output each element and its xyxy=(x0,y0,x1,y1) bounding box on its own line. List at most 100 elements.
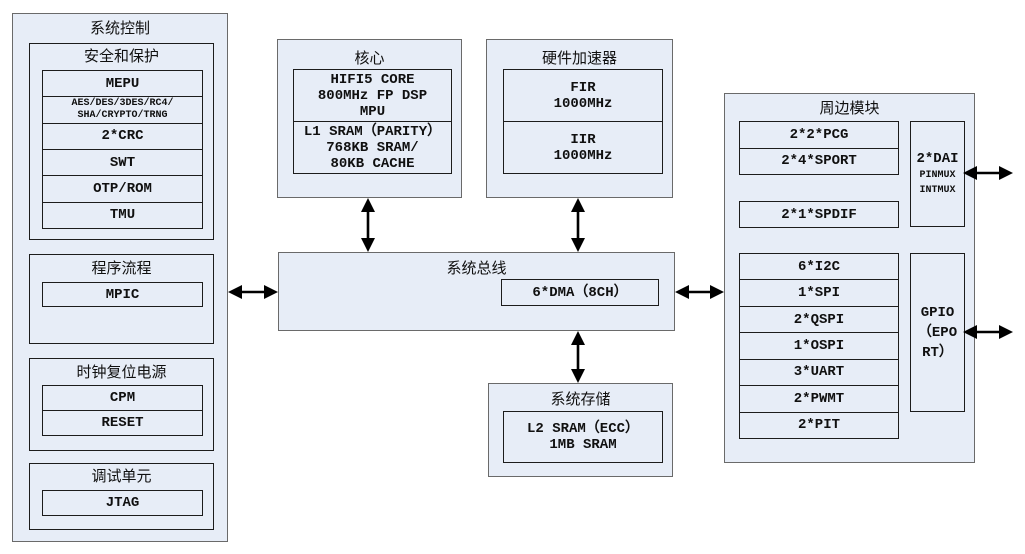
module-label: INTMUX xyxy=(919,185,956,196)
io-rows: 6*I2C 1*SPI 2*QSPI 1*OSPI 3*UART 2*PWMT … xyxy=(739,253,899,439)
debug-rows: JTAG xyxy=(42,490,203,516)
module-cell: HIFI5 CORE 800MHz FP DSP MPU xyxy=(294,70,451,122)
system-memory-title: 系统存储 xyxy=(550,392,611,408)
module-label: 3*UART xyxy=(793,364,845,381)
module-label: FIR xyxy=(570,79,596,96)
module-cell: CPM xyxy=(43,386,202,411)
module-label: L1 SRAM（PARITY） xyxy=(303,123,442,140)
module-label: HIFI5 CORE xyxy=(330,71,415,88)
module-cell: 2*2*PCG xyxy=(740,122,898,149)
audio-rows: 2*2*PCG 2*4*SPORT xyxy=(739,121,899,175)
module-cell: RESET xyxy=(43,411,202,435)
module-label: MPU xyxy=(359,103,386,120)
core-title: 核心 xyxy=(354,51,385,67)
module-label: 768KB SRAM/ xyxy=(326,139,419,156)
arrow-bus-memory-icon xyxy=(571,331,585,383)
module-label: （EPO xyxy=(917,324,958,341)
program-flow-rows: MPIC xyxy=(42,282,203,307)
module-cell: AES/DES/3DES/RC4/ SHA/CRYPTO/TRNG xyxy=(43,97,202,124)
module-cell: 1*OSPI xyxy=(740,333,898,360)
security-title: 安全和保护 xyxy=(83,49,159,65)
module-cell: IIR 1000MHz xyxy=(504,122,662,173)
module-cell: 2*QSPI xyxy=(740,307,898,334)
module-cell: 2*PIT xyxy=(740,413,898,438)
module-label: 1MB SRAM xyxy=(549,437,617,453)
module-label: 2*1*SPDIF xyxy=(781,206,857,223)
gpio-box: GPIO （EPO RT） xyxy=(910,253,965,412)
module-label: 80KB CACHE xyxy=(330,155,415,172)
module-cell: 1*SPI xyxy=(740,280,898,307)
module-label: OTP/ROM xyxy=(93,180,152,197)
module-cell: 2*PWMT xyxy=(740,386,898,413)
peripherals-title: 周边模块 xyxy=(819,101,880,117)
module-label: 6*DMA（8CH） xyxy=(532,284,628,301)
module-label: CPM xyxy=(109,390,136,406)
module-label: PINMUX xyxy=(919,170,956,181)
spdif-rows: 2*1*SPDIF xyxy=(739,201,899,228)
program-flow-title: 程序流程 xyxy=(91,261,152,277)
module-cell: 2*CRC xyxy=(43,124,202,150)
module-label: 800MHz FP DSP xyxy=(317,87,428,104)
core-box: 核心 HIFI5 CORE 800MHz FP DSP MPU L1 SRAM（… xyxy=(277,39,462,198)
module-label: SHA/CRYPTO/TRNG xyxy=(77,109,168,121)
module-cell: MPIC xyxy=(43,283,202,306)
system-bus-title: 系统总线 xyxy=(446,261,507,277)
module-cell: L2 SRAM（ECC） 1MB SRAM xyxy=(504,412,662,462)
module-label: SWT xyxy=(109,154,136,171)
module-label: 2*2*PCG xyxy=(789,126,849,143)
arrow-gpio-external-icon xyxy=(963,325,1013,339)
module-cell: L1 SRAM（PARITY） 768KB SRAM/ 80KB CACHE xyxy=(294,122,451,173)
module-label: 1000MHz xyxy=(553,147,613,164)
peripherals-box: 周边模块 2*2*PCG 2*4*SPORT 2*1*SPDIF 2*DAI P… xyxy=(724,93,975,463)
dma-box: 6*DMA（8CH） xyxy=(501,279,659,306)
dai-box: 2*DAI PINMUX INTMUX xyxy=(910,121,965,227)
arrow-control-bus-icon xyxy=(228,285,278,299)
module-label: 2*PIT xyxy=(797,417,840,434)
module-cell: 6*I2C xyxy=(740,254,898,281)
module-cell: SWT xyxy=(43,150,202,177)
module-cell: FIR 1000MHz xyxy=(504,70,662,122)
module-cell: MEPU xyxy=(43,71,202,98)
module-label: 1*OSPI xyxy=(793,337,845,354)
system-memory-box: 系统存储 L2 SRAM（ECC） 1MB SRAM xyxy=(488,383,673,477)
module-label: 2*CRC xyxy=(101,128,144,145)
core-cells: HIFI5 CORE 800MHz FP DSP MPU L1 SRAM（PAR… xyxy=(293,69,452,174)
module-label: RT） xyxy=(922,344,953,361)
accelerator-cells: FIR 1000MHz IIR 1000MHz xyxy=(503,69,663,174)
system-control-title: 系统控制 xyxy=(89,21,150,37)
module-label: 6*I2C xyxy=(797,258,840,275)
module-label: RESET xyxy=(101,415,144,431)
module-label: 2*QSPI xyxy=(793,311,845,328)
system-control-box: 系统控制 安全和保护 MEPU AES/DES/3DES/RC4/ SHA/CR… xyxy=(12,13,228,542)
clock-reset-power-box: 时钟复位电源 CPM RESET xyxy=(29,358,214,451)
security-rows: MEPU AES/DES/3DES/RC4/ SHA/CRYPTO/TRNG 2… xyxy=(42,70,203,229)
debug-unit-title: 调试单元 xyxy=(91,469,152,485)
program-flow-box: 程序流程 MPIC xyxy=(29,254,214,344)
module-label: 2*PWMT xyxy=(793,390,845,407)
module-label: MPIC xyxy=(105,286,140,303)
memory-cells: L2 SRAM（ECC） 1MB SRAM xyxy=(503,411,663,463)
module-cell: JTAG xyxy=(43,491,202,515)
module-label: TMU xyxy=(109,207,136,224)
security-box: 安全和保护 MEPU AES/DES/3DES/RC4/ SHA/CRYPTO/… xyxy=(29,43,214,240)
module-cell: OTP/ROM xyxy=(43,176,202,203)
module-label: 2*DAI xyxy=(916,151,959,167)
module-label: 2*4*SPORT xyxy=(781,153,857,170)
module-cell: 3*UART xyxy=(740,360,898,387)
module-label: IIR xyxy=(570,131,596,148)
hw-accelerator-title: 硬件加速器 xyxy=(541,51,617,67)
clock-rows: CPM RESET xyxy=(42,385,203,436)
module-label: MEPU xyxy=(105,75,140,92)
module-label: 1000MHz xyxy=(553,95,613,112)
module-cell: 2*4*SPORT xyxy=(740,149,898,175)
module-label: JTAG xyxy=(105,495,140,511)
module-label: L2 SRAM（ECC） xyxy=(526,421,639,437)
module-label: 1*SPI xyxy=(797,285,840,302)
clock-reset-power-title: 时钟复位电源 xyxy=(76,365,167,381)
hw-accelerator-box: 硬件加速器 FIR 1000MHz IIR 1000MHz xyxy=(486,39,673,198)
arrow-accelerator-bus-icon xyxy=(571,198,585,252)
arrow-bus-peripherals-icon xyxy=(675,285,724,299)
arrow-core-bus-icon xyxy=(361,198,375,252)
module-label: GPIO xyxy=(920,304,955,321)
